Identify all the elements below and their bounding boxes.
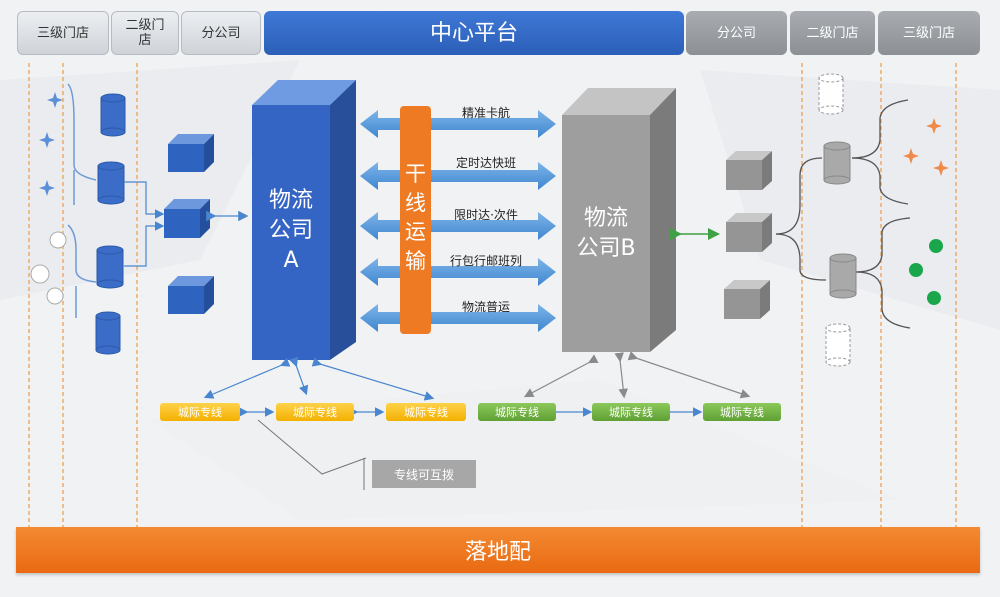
header-label: 二级门 店: [125, 18, 165, 48]
trunk-char: 运: [405, 220, 426, 244]
company-a-line3: A: [283, 248, 299, 273]
header-center-label: 中心平台: [429, 20, 518, 46]
header-label: 分公司: [716, 25, 756, 41]
company-a-label: 物流 公司 A: [252, 186, 330, 276]
intercity-tag-b2: 城际专线: [592, 403, 670, 421]
company-a-line2: 公司: [268, 218, 313, 243]
header-label: 三级门店: [36, 25, 89, 41]
trunk-char: 线: [405, 191, 426, 215]
cube-icons-left: [164, 134, 214, 314]
header-label: 分公司: [201, 25, 241, 41]
trunk-bar: [400, 106, 431, 334]
intercity-tag-a2: 城际专线: [276, 403, 354, 421]
star-icons-right: [903, 118, 949, 176]
header-store-level2-right: 二级门店: [790, 11, 875, 55]
company-a-line1: 物流: [268, 188, 313, 213]
trunk-char: 输: [405, 249, 426, 273]
trunk-char: 干: [405, 162, 426, 186]
company-b-label: 物流 公司B: [562, 204, 650, 264]
header-branch-left: 分公司: [181, 11, 261, 55]
intercity-tag-a1: 城际专线: [160, 403, 240, 421]
company-b-line1: 物流: [583, 206, 628, 231]
route-arrows: [360, 110, 556, 332]
intercity-tag-a3: 城际专线: [386, 403, 466, 421]
route-label: 物流普运: [461, 300, 510, 314]
header-store-level3-right: 三级门店: [878, 11, 980, 55]
interchange-label: 专线可互拨: [372, 460, 476, 488]
header-store-level2-left: 二级门 店: [111, 11, 179, 55]
header-branch-right: 分公司: [686, 11, 787, 55]
header-store-level3-left: 三级门店: [17, 11, 109, 55]
trunk-label: 干 线 运 输: [400, 160, 431, 276]
cylinder-icons-left: [95, 93, 126, 355]
header-center-platform: 中心平台: [264, 11, 684, 55]
company-a-box: [252, 80, 356, 360]
route-label: 定时达快班: [455, 156, 516, 170]
route-label: 精准卡航: [461, 106, 510, 120]
header-label: 三级门店: [902, 25, 955, 41]
last-mile-delivery-bar: 落地配: [16, 527, 980, 573]
header-label: 二级门店: [806, 25, 859, 41]
cube-icons-right: [724, 151, 772, 319]
route-label: 行包行邮班列: [449, 254, 522, 268]
bottom-label: 落地配: [464, 540, 531, 565]
cylinder-icons-right: [818, 73, 857, 367]
intercity-tag-b3: 城际专线: [703, 403, 781, 421]
company-b-line2: 公司B: [576, 236, 636, 261]
circle-icons-left: [30, 231, 67, 305]
route-label: 限时达·次件: [454, 208, 518, 222]
dot-icons-right: [909, 239, 943, 305]
intercity-tag-b1: 城际专线: [478, 403, 556, 421]
star-icons-left: [39, 92, 63, 196]
company-b-box: [562, 88, 676, 352]
